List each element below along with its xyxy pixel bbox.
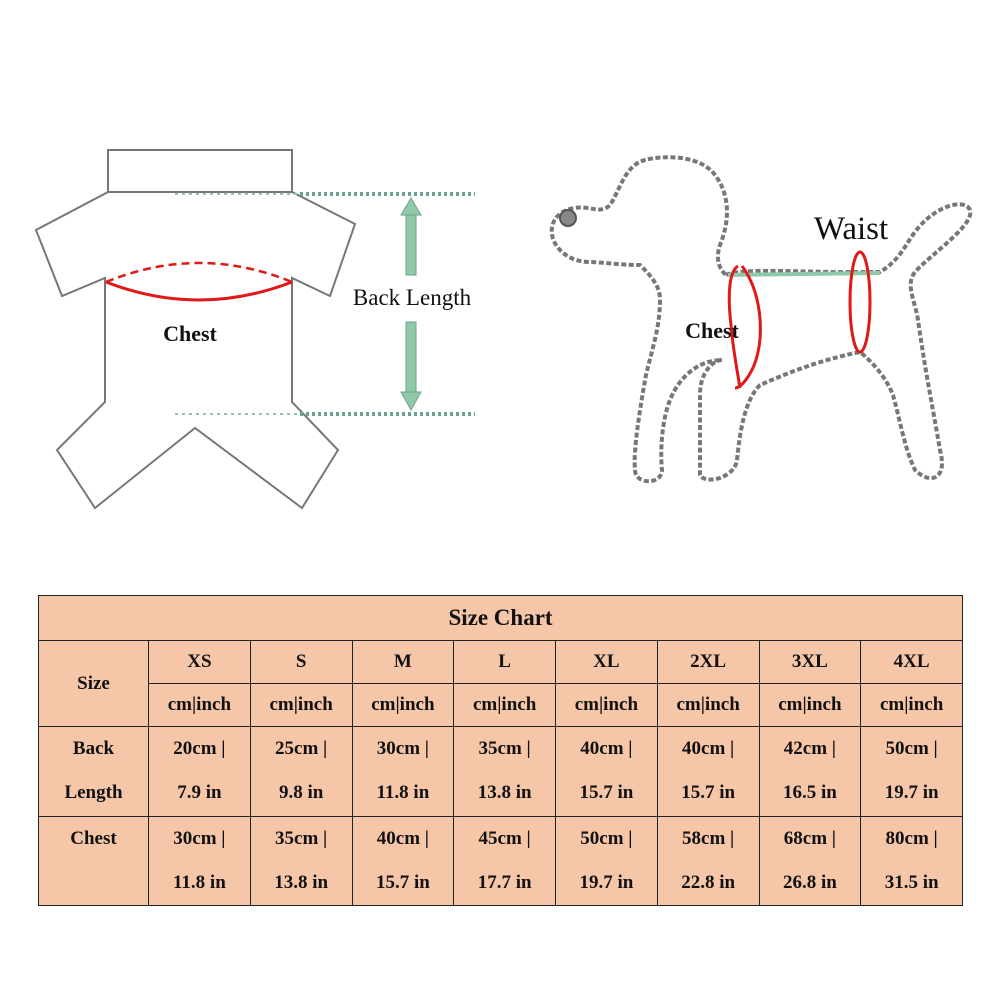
unit-cell: cm|inch: [758, 683, 862, 727]
table-cell: 20cm |7.9 in: [148, 726, 251, 817]
dog-chest-label: Chest: [685, 318, 739, 343]
row-label-back-length: Back Length: [38, 726, 149, 817]
table-cell: 40cm |15.7 in: [351, 815, 455, 906]
size-xl: XL: [555, 640, 658, 684]
table-cell: 80cm |31.5 in: [860, 815, 963, 906]
shirt-chest-label: Chest: [163, 321, 217, 346]
unit-cell: cm|inch: [453, 683, 556, 727]
unit-cell: cm|inch: [555, 683, 658, 727]
table-row-chest: Chest 30cm |11.8 in 35cm |13.8 in 40cm |…: [38, 815, 963, 906]
row-label-line1: Chest: [70, 827, 117, 849]
unit-cell: cm|inch: [249, 683, 353, 727]
table-cell: 50cm |19.7 in: [555, 815, 658, 906]
row-label-line1: Back: [72, 738, 115, 760]
unit-cell: cm|inch: [860, 683, 963, 727]
dog-nose-icon: [559, 209, 577, 227]
table-cell: 45cm |17.7 in: [453, 815, 556, 906]
unit-cell: cm|inch: [351, 683, 455, 727]
measurement-diagram: Chest Back Length Chest Waist: [34, 149, 973, 510]
table-cell: 42cm |16.5 in: [758, 726, 862, 817]
back-length-arrow: [400, 197, 422, 412]
shirt-outline: [34, 149, 357, 510]
size-2xl: 2XL: [656, 640, 760, 684]
size-chart-table: Size Chart Size XS S M L XL 2XL 3XL 4XL …: [38, 595, 963, 906]
row-label-chest: Chest: [38, 815, 149, 906]
dog-chest-measure: [727, 264, 762, 390]
shirt-chest-measure: [105, 261, 293, 302]
unit-cell: cm|inch: [656, 683, 760, 727]
table-cell: 25cm |9.8 in: [249, 726, 353, 817]
table-cell: 30cm |11.8 in: [351, 726, 455, 817]
back-length-guides: [175, 192, 475, 416]
table-cell: 50cm |19.7 in: [860, 726, 963, 817]
size-4xl: 4XL: [860, 640, 963, 684]
size-3xl: 3XL: [758, 640, 862, 684]
table-cell: 35cm |13.8 in: [249, 815, 353, 906]
dog-outline: [549, 155, 973, 484]
dog-waist-measure: [848, 250, 872, 354]
table-cell: 58cm |22.8 in: [656, 815, 760, 906]
dog-waist-label: Waist: [814, 211, 888, 247]
size-xs: XS: [148, 640, 251, 684]
table-cell: 40cm |15.7 in: [555, 726, 658, 817]
table-cell: 35cm |13.8 in: [453, 726, 556, 817]
size-s: S: [249, 640, 353, 684]
table-cell: 68cm |26.8 in: [758, 815, 862, 906]
size-l: L: [453, 640, 556, 684]
table-row-back-length: Back Length 20cm |7.9 in 25cm |9.8 in 30…: [38, 726, 963, 817]
row-label-line2: Length: [64, 782, 123, 804]
back-length-label: Back Length: [353, 285, 472, 310]
dog-back-line: [727, 271, 881, 277]
table-cell: 40cm |15.7 in: [656, 726, 760, 817]
size-m: M: [351, 640, 455, 684]
table-cell: 30cm |11.8 in: [148, 815, 251, 906]
size-chart-title: Size Chart: [38, 595, 963, 641]
unit-cell: cm|inch: [148, 683, 251, 727]
size-header: Size: [38, 640, 149, 727]
